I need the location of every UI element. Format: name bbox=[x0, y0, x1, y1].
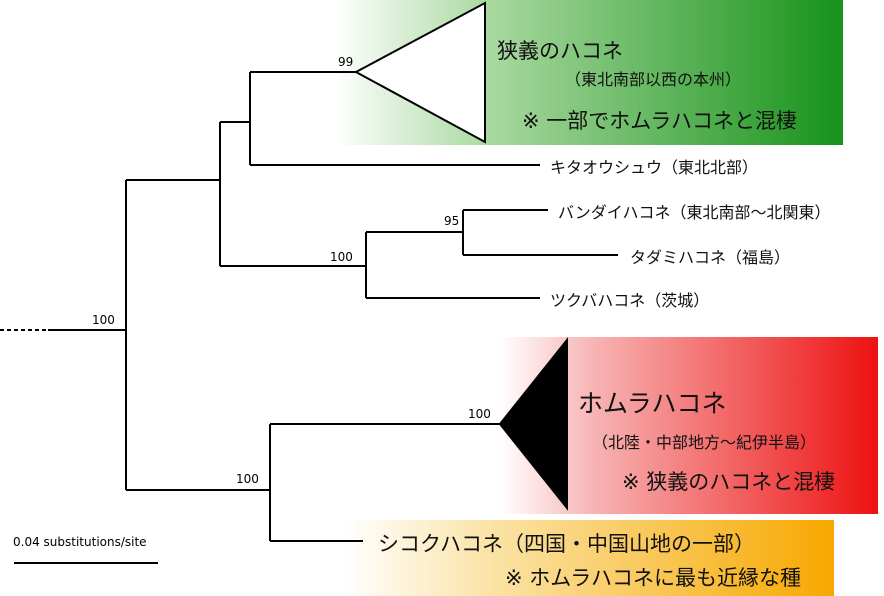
support-value-homura: 100 bbox=[468, 407, 491, 421]
shikoku-hakone-title: シコクハコネ（四国・中国山地の一部） bbox=[378, 532, 755, 556]
narrow-hakone-note: ※ 一部でホムラハコネと混棲 bbox=[522, 109, 798, 133]
shikoku-hakone-note: ※ ホムラハコネに最も近縁な種 bbox=[505, 566, 802, 590]
leaf-kitaou: キタオウシュウ（東北北部） bbox=[550, 158, 759, 177]
support-value-bandai-group: 100 bbox=[330, 250, 353, 264]
homura-hakone-title: ホムラハコネ bbox=[578, 389, 727, 418]
homura-hakone-triangle bbox=[498, 337, 568, 511]
narrow-hakone-triangle bbox=[353, 1, 486, 144]
homura-hakone-range: （北陸・中部地方～紀伊半島） bbox=[592, 433, 817, 452]
support-value-narrow: 99 bbox=[338, 55, 354, 69]
support-value-root: 100 bbox=[92, 313, 115, 327]
support-value-homura-shikoku: 100 bbox=[236, 472, 259, 486]
leaf-tsukuba: ツクバハコネ（茨城） bbox=[550, 291, 710, 310]
narrow-hakone-title: 狭義のハコネ bbox=[497, 39, 623, 63]
shikoku-hakone-highlight bbox=[345, 520, 834, 596]
support-value-bandai-tadami: 95 bbox=[444, 214, 460, 228]
narrow-hakone-range: （東北南部以西の本州） bbox=[565, 70, 742, 89]
leaf-bandai: バンダイハコネ（東北南部～北関東） bbox=[558, 203, 831, 222]
homura-hakone-note: ※ 狭義のハコネと混棲 bbox=[622, 470, 836, 494]
leaf-tadami: タダミハコネ（福島） bbox=[630, 248, 791, 267]
scale-bar-label: 0.04 substitutions/site bbox=[13, 535, 147, 549]
